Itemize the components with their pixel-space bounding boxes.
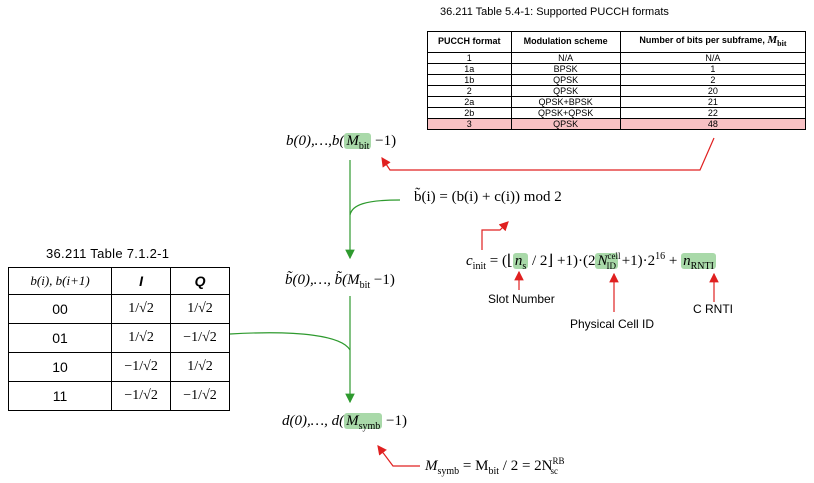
mod-q-cell: 1/√2 (170, 294, 230, 324)
mod-bits-cell: 11 (7, 381, 113, 411)
scrambling-equation: b̃(i) = (b(i) + c(i)) mod 2 (414, 189, 562, 205)
msymb-arrow (377, 445, 420, 467)
msymb-equation: Msymb = Mbit / 2 = 2NRBsc (425, 456, 565, 477)
slot-number-label: Slot Number (488, 292, 555, 306)
mod-q-cell: −1/√2 (170, 323, 230, 353)
pucch-header-bits: Number of bits per subframe, Mbit (619, 31, 807, 53)
physical-cell-id-label: Physical Cell ID (570, 317, 655, 331)
pucch-cell: 2 (619, 73, 807, 86)
modulation-connector (229, 332, 351, 351)
modulation-table-row: 11−1/√2−1/√2 (7, 381, 230, 411)
pucch-cell: 3 (427, 117, 512, 130)
pucch-cell: 1 (427, 51, 512, 64)
mod-header-bits: b(i), b(i+1) (7, 267, 113, 295)
mod-i-cell: 1/√2 (111, 294, 172, 324)
pucch-cell: 20 (619, 84, 807, 97)
pucch-cell: 1a (427, 62, 512, 75)
pucch-cell: QPSK+BPSK (510, 95, 621, 108)
pucch-cell: QPSK+QPSK (510, 106, 621, 119)
c-rnti-label: C RNTI (693, 302, 733, 316)
mod-q-cell: 1/√2 (170, 352, 230, 382)
mod-header-i: I (111, 267, 172, 295)
mod-i-cell: −1/√2 (111, 352, 172, 382)
pucch-to-mbit-arrow (381, 137, 715, 171)
pucch-header-format: PUCCH format (427, 31, 512, 53)
pucch-cell: N/A (510, 51, 621, 64)
pucch-formats-table: PUCCH format Modulation scheme Number of… (427, 31, 807, 130)
mod-bits-cell: 10 (7, 352, 113, 382)
pucch-table-caption: 36.211 Table 5.4-1: Supported PUCCH form… (440, 6, 669, 18)
modulation-table-caption: 36.211 Table 7.1.2-1 (46, 246, 170, 261)
cinit-to-scramble-arrow (481, 221, 509, 250)
pucch-cell: 1 (619, 62, 807, 75)
rnti-highlight: nRNTI (681, 253, 716, 272)
ncell-highlight: NcellID (595, 251, 621, 271)
pucch-cell: 48 (619, 117, 807, 130)
pucch-cell: 21 (619, 95, 807, 108)
pucch-header-modulation: Modulation scheme (510, 31, 621, 53)
pucch-cell: 2 (427, 84, 512, 97)
pucch-cell: QPSK (510, 73, 621, 86)
mod-i-cell: 1/√2 (111, 323, 172, 353)
pucch-cell: 1b (427, 73, 512, 86)
b-sequence: b(0),…,b(Mbit −1) (286, 133, 397, 152)
mod-bits-cell: 01 (7, 323, 113, 353)
pucch-cell: N/A (619, 51, 807, 64)
mod-header-q: Q (170, 267, 230, 295)
pucch-cell: 22 (619, 106, 807, 119)
ns-highlight: ns (512, 253, 529, 272)
mod-bits-cell: 00 (7, 294, 113, 324)
pucch-cell: 2a (427, 95, 512, 108)
mod-q-cell: −1/√2 (170, 381, 230, 411)
pucch-cell: BPSK (510, 62, 621, 75)
mod-i-cell: −1/√2 (111, 381, 172, 411)
btilde-sequence: b̃(0),…, b̃(Mbit −1) (285, 272, 395, 291)
d-sequence: d(0),…, d(Msymb −1) (282, 413, 407, 432)
pucch-cell: QPSK (510, 84, 621, 97)
pucch-cell: 2b (427, 106, 512, 119)
pucch-cell: QPSK (510, 117, 621, 130)
scramble-connector (349, 199, 401, 216)
